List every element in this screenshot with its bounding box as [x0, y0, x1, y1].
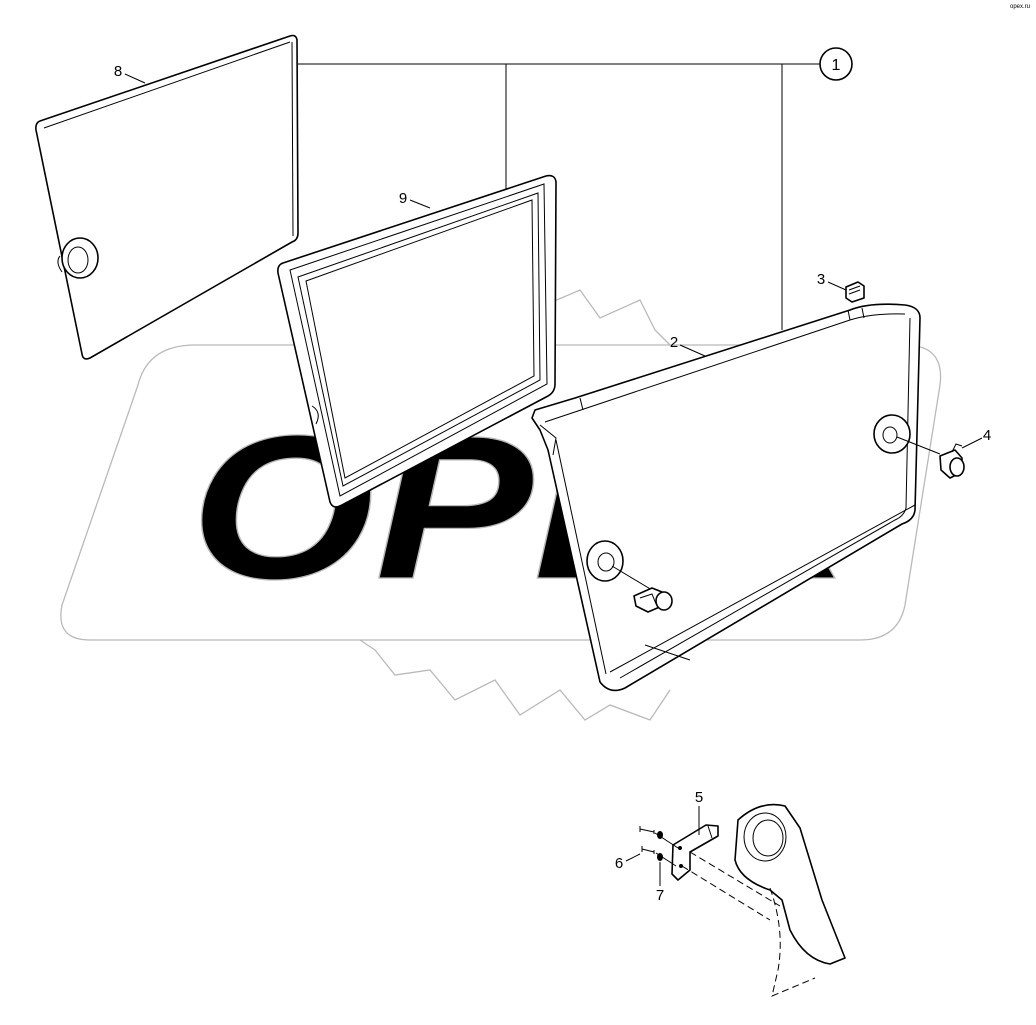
part-9-seal-frame	[277, 174, 557, 508]
assembly-leader-lines: 1	[298, 47, 853, 330]
watermark-rounded-frame	[60, 344, 942, 641]
callout-5: 5	[695, 789, 703, 806]
part-4-latch-left	[633, 587, 673, 613]
part-2-door-panel	[531, 303, 941, 692]
callout-2: 2	[670, 334, 678, 351]
callout-leaders	[124, 73, 983, 886]
assembly-callout-number: 1	[832, 57, 841, 74]
callout-6: 6	[615, 855, 623, 872]
callout-7: 7	[656, 887, 664, 904]
callout-4: 4	[983, 427, 991, 444]
assembly-callout-circle	[819, 47, 853, 81]
part-7-washers	[657, 831, 663, 861]
part-8-panel	[35, 34, 299, 360]
callout-8: 8	[114, 63, 122, 80]
mounting-arm-reference	[734, 803, 846, 997]
part-callouts: 8 9 3 2 4 5 6 7	[114, 63, 991, 904]
callout-9: 9	[399, 190, 407, 207]
part-5-bracket	[671, 824, 781, 921]
part-3-clip	[845, 281, 865, 303]
callout-3: 3	[817, 271, 825, 288]
corner-mark: opex.ru	[1010, 4, 1030, 10]
part-4-latch-right	[939, 443, 965, 479]
